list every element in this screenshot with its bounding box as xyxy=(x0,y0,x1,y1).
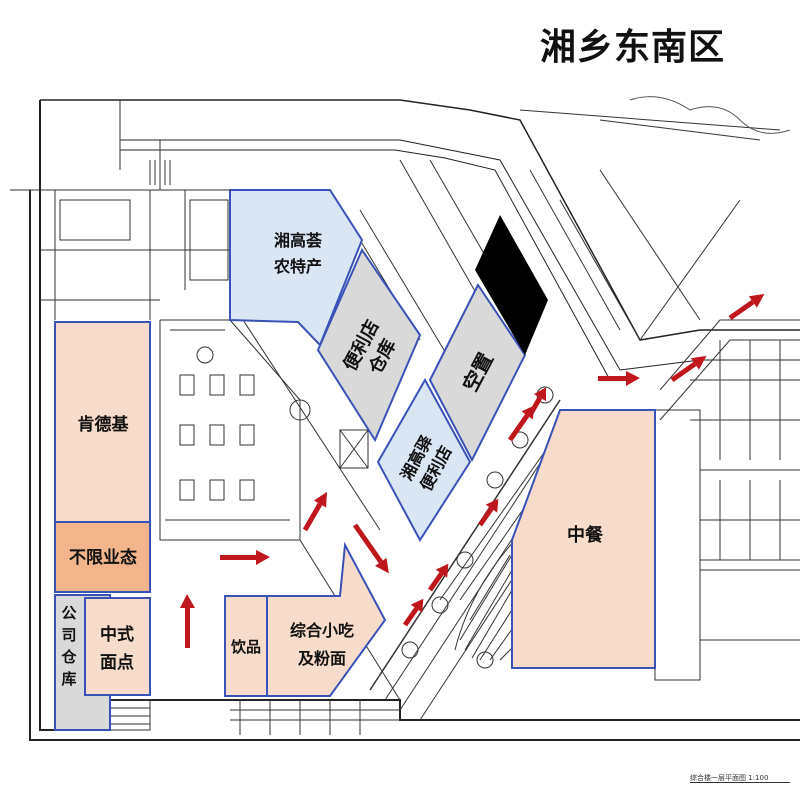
zones xyxy=(54,189,656,731)
zone-vacant xyxy=(428,283,527,463)
flow-arrow xyxy=(180,594,195,648)
zone-chinese-pastry xyxy=(84,597,151,696)
zone-xiang-gao-yi xyxy=(376,377,472,542)
drawing-caption: 综合楼一层平面图 1:100 xyxy=(690,773,768,782)
zone-label-unlimited: 不限业态 xyxy=(69,547,137,568)
column-markers xyxy=(339,386,554,669)
zone-chinese-dining xyxy=(511,409,656,669)
flow-arrow xyxy=(302,491,327,532)
zone-drinks xyxy=(224,595,268,697)
zone-label-drinks: 饮品 xyxy=(230,638,261,656)
caption-underline xyxy=(690,782,790,783)
zone-label-chinese-dining: 中餐 xyxy=(567,524,604,546)
tree-sketch xyxy=(629,96,791,134)
zone-label-company-warehouse-4: 库 xyxy=(61,670,76,688)
flow-arrows xyxy=(180,293,765,648)
zone-vacant-dark xyxy=(475,215,548,355)
zone-label-xiang-gao-hui-1: 湘高荟 xyxy=(274,231,323,250)
page-title: 湘乡东南区 xyxy=(540,27,726,68)
zone-label-xiang-gao-hui-2: 农特产 xyxy=(273,257,322,276)
zone-convenience-warehouse xyxy=(316,247,422,443)
flow-arrow xyxy=(670,355,707,383)
bottom-stair xyxy=(109,699,400,735)
zone-label-company-warehouse-3: 仓 xyxy=(60,648,77,666)
flow-arrow xyxy=(598,371,640,386)
zone-label-chinese-pastry-1: 中式 xyxy=(100,624,134,645)
zone-label-company-warehouse-1: 公 xyxy=(61,604,76,622)
zone-label-snacks-2: 及粉面 xyxy=(298,649,346,668)
zone-label-kfc: 肯德基 xyxy=(78,414,130,435)
zone-snacks xyxy=(266,541,387,697)
zone-unlimited xyxy=(54,521,151,593)
stair-hatch xyxy=(149,160,171,185)
flow-arrow xyxy=(402,598,424,627)
flow-arrow xyxy=(477,498,499,527)
flow-arrow xyxy=(427,563,449,592)
flow-arrow xyxy=(220,550,270,565)
zone-kfc xyxy=(54,321,151,523)
zone-label-snacks-1: 综合小吃 xyxy=(290,621,354,640)
hatched-wall xyxy=(454,539,516,661)
zone-label-company-warehouse-2: 司 xyxy=(61,626,76,644)
dining-tables xyxy=(179,346,311,501)
zone-label-chinese-pastry-2: 面点 xyxy=(100,652,134,673)
flow-arrow xyxy=(728,293,765,321)
flow-arrow xyxy=(352,523,389,574)
flow-arrow xyxy=(527,387,547,417)
